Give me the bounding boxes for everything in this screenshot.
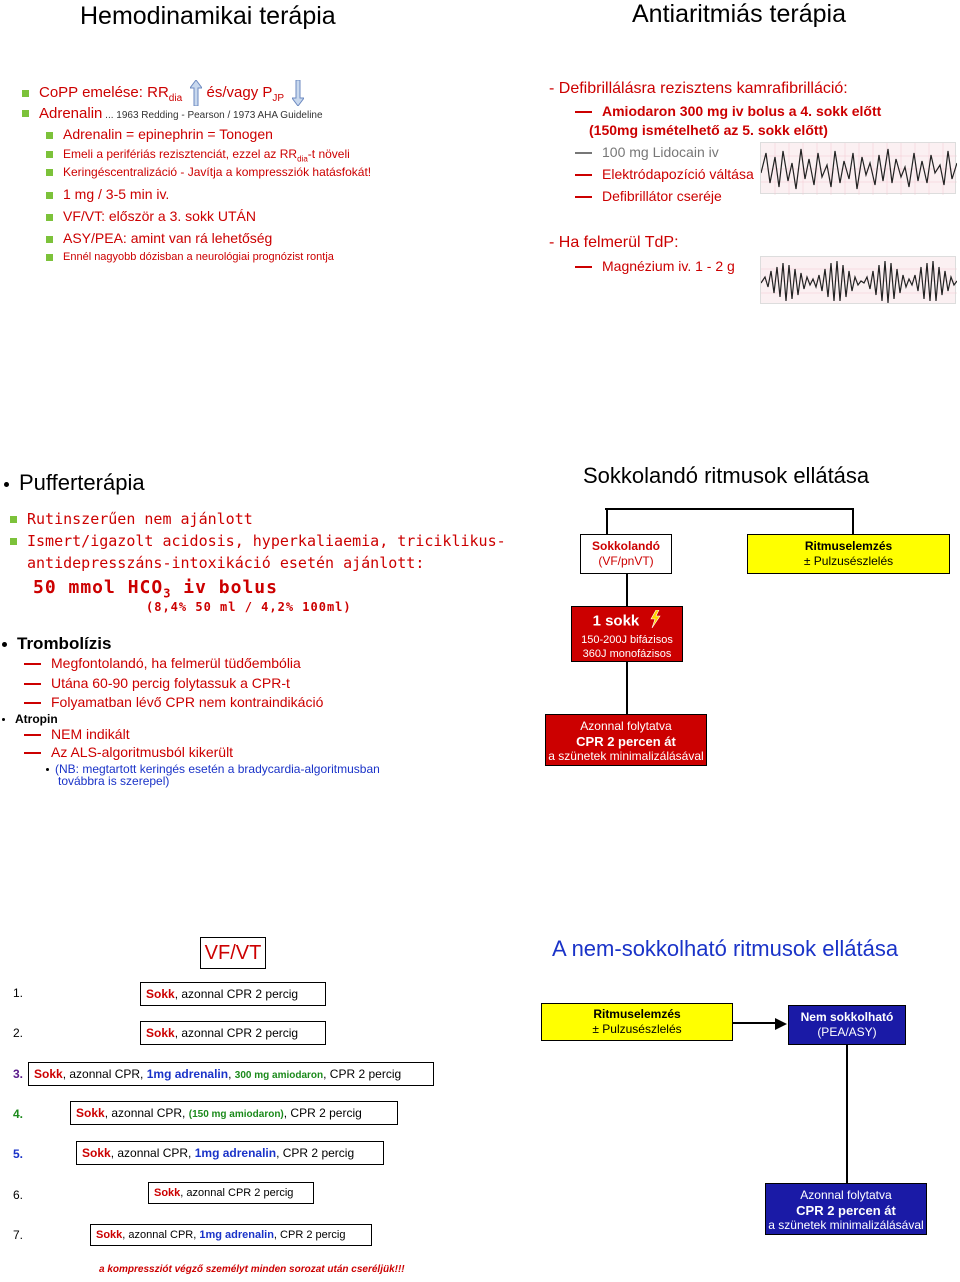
puffer-line-ismert: Ismert/igazolt acidosis, hyperkaliaemia,… — [10, 532, 506, 550]
hemo-line-asy: ASY/PEA: amint van rá lehetőség — [46, 230, 272, 246]
hemo-line-periferias: Emeli a perifériás rezisztenciát, ezzel … — [46, 147, 350, 163]
lightning-icon — [649, 609, 661, 633]
vfvt-row-2: Sokk, azonnal CPR 2 percig — [140, 1021, 326, 1045]
puffer-line-hco3: 50 mmol HCO3 iv bolus — [33, 577, 278, 601]
nonsokk-arrow-line — [733, 1022, 777, 1024]
vfvt-row-1: Sokk, azonnal CPR 2 percig — [140, 982, 326, 1006]
vf-ecg-strip-image — [760, 142, 958, 195]
sokk-right-connector — [852, 508, 854, 534]
anti-line-defib: - Defibrillálásra rezisztens kamrafibril… — [549, 80, 848, 97]
vfvt-row-6: Sokk, azonnal CPR 2 percig — [148, 1182, 314, 1204]
nonsokk-title: A nem-sokkolható ritmusok ellátása — [552, 936, 899, 961]
anti-line-amiodaron-repeat: (150mg ismételhető az 5. sokk előtt) — [589, 122, 828, 138]
anti-line-lidocain: 100 mg Lidocain iv — [575, 144, 719, 160]
puffer-line-concentration: (8,4% 50 ml / 4,2% 100ml) — [146, 600, 352, 614]
anti-line-magnezium: Magnézium iv. 1 - 2 g — [575, 258, 735, 274]
vfvt-num-1: 1. — [13, 986, 24, 1000]
atropin-line-2: Az ALS-algoritmusból kikerült — [24, 744, 233, 760]
vfvt-num-7: 7. — [13, 1228, 24, 1242]
vfvt-footer: a kompressziót végző személyt minden sor… — [99, 1264, 405, 1275]
arrow-right-icon — [775, 1017, 787, 1035]
vfvt-num-3: 3. — [13, 1067, 24, 1081]
vfvt-num-4: 4. — [13, 1107, 24, 1121]
sokk-box-ritmuselemzes: Ritmuselemzés± Pulzusészlelés — [747, 534, 950, 574]
hemo-title: Hemodinamikai terápia — [80, 2, 336, 30]
atropin-line-nb-2: továbbra is szerepel) — [58, 774, 170, 788]
hemo-line-keringes: Keringéscentralizáció - Javítja a kompre… — [46, 165, 371, 179]
sokk-title: Sokkolandó ritmusok ellátása — [583, 463, 870, 488]
puffer-line-antidepr: antidepresszáns-intoxikáció esetén ajánl… — [27, 554, 425, 572]
sokk-connector-2 — [626, 574, 628, 606]
hemo-line-vfvt: VF/VT: először a 3. sokk UTÁN — [46, 208, 256, 224]
arrow-down-icon — [291, 79, 306, 107]
arrow-up-icon — [189, 79, 204, 107]
anti-line-tdp: - Ha felmerül TdP: — [549, 234, 679, 251]
vfvt-title: VF/VT — [200, 937, 266, 969]
sokk-top-connector — [605, 508, 853, 510]
atropin-line-1: NEM indikált — [24, 726, 130, 742]
atropin-line-nb: (NB: megtartott keringés esetén a bradyc… — [46, 762, 380, 776]
vfvt-num-2: 2. — [13, 1026, 24, 1040]
hemo-line-copp: CoPP emelése: RRdia és/vagy PJP — [22, 79, 306, 107]
trombo-line-3: Folyamatban lévő CPR nem kontraindikáció — [24, 694, 323, 710]
anti-title: Antiaritmiás terápia — [632, 0, 846, 28]
trombo-line-1: Megfontolandó, ha felmerül tüdőembólia — [24, 655, 301, 671]
hemo-line-neuro: Ennél nagyobb dózisban a neurológiai pro… — [46, 251, 334, 263]
sokk-connector-3 — [626, 662, 628, 714]
vfvt-row-5: Sokk, azonnal CPR, 1mg adrenalin, CPR 2 … — [76, 1141, 384, 1165]
nonsokk-box-ritmuselemzes: Ritmuselemzés± Pulzusészlelés — [541, 1003, 733, 1041]
puffer-title: Pufferterápia — [4, 470, 145, 496]
atropin-title: Atropin — [2, 712, 58, 726]
hemo-line-epinephrin: Adrenalin = epinephrin = Tonogen — [46, 126, 273, 142]
puffer-line-rutin: Rutinszerűen nem ajánlott — [10, 510, 253, 528]
sokk-left-connector — [606, 508, 608, 534]
sokk-box-sokkolando: Sokkolandó(VF/pnVT) — [580, 534, 672, 574]
vfvt-num-6: 6. — [13, 1188, 24, 1202]
nonsokk-box-nem-sokkolhato: Nem sokkolható(PEA/ASY) — [788, 1005, 906, 1045]
trombo-title: Trombolízis — [2, 634, 111, 654]
nonsokk-down-connector — [846, 1045, 848, 1183]
vfvt-num-5: 5. — [13, 1147, 24, 1161]
trombo-line-2: Utána 60-90 percig folytassuk a CPR-t — [24, 675, 290, 691]
sokk-box-1sokk: 1 sokk 150-200J bifázisos 360J monofázis… — [571, 606, 683, 662]
vfvt-row-7: Sokk, azonnal CPR, 1mg adrenalin, CPR 2 … — [90, 1224, 372, 1246]
vfvt-row-3: Sokk, azonnal CPR, 1mg adrenalin, 300 mg… — [28, 1062, 434, 1086]
tdp-ecg-strip-image — [760, 256, 958, 304]
hemo-line-dose: 1 mg / 3-5 min iv. — [46, 186, 169, 202]
anti-line-amiodaron: Amiodaron 300 mg iv bolus a 4. sokk előt… — [575, 103, 881, 119]
vfvt-row-4: Sokk, azonnal CPR, (150 mg amiodaron), C… — [70, 1101, 398, 1125]
anti-line-elektroda: Elektródapozíció váltása — [575, 166, 754, 182]
anti-line-defib-csere: Defibrillátor cseréje — [575, 188, 722, 204]
hemo-line-adrenalin: Adrenalin ... 1963 Redding - Pearson / 1… — [22, 105, 323, 123]
